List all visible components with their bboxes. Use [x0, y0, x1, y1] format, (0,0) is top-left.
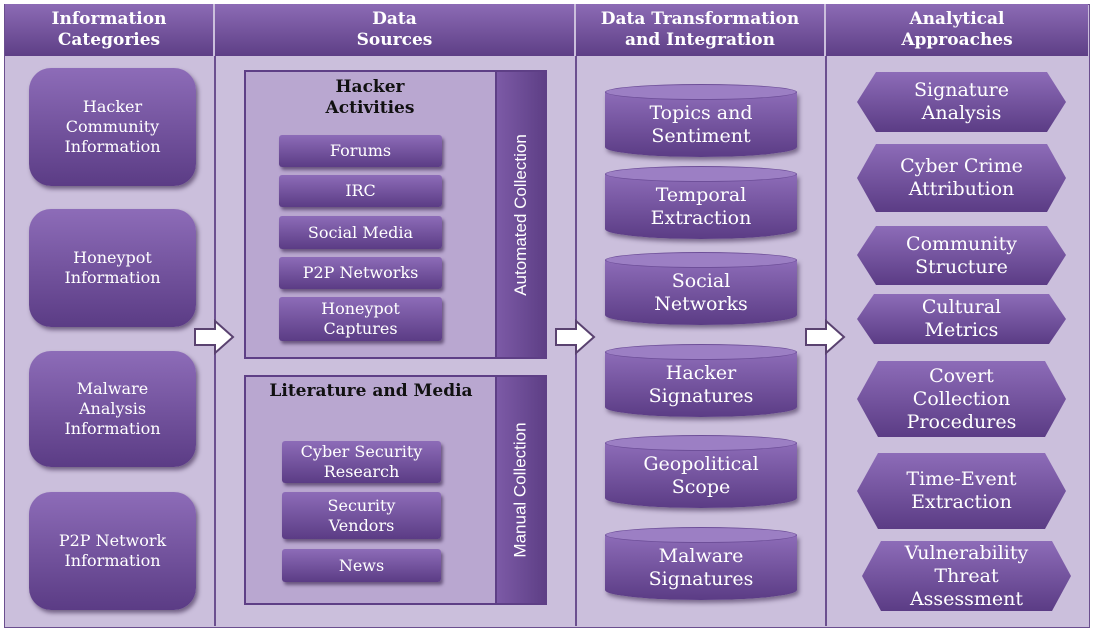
- column-divider: [825, 4, 827, 626]
- flow-arrow-icon: [805, 319, 846, 355]
- flow-arrow-icon: [555, 319, 596, 355]
- column-divider: [214, 4, 216, 626]
- source-p2p-networks: P2P Networks: [279, 257, 442, 289]
- source-forums: Forums: [279, 135, 442, 167]
- flow-arrow-icon: [194, 319, 235, 355]
- column-divider: [575, 4, 577, 626]
- source-irc: IRC: [279, 175, 442, 207]
- manual-collection-label: Manual Collection: [495, 375, 547, 605]
- source-news: News: [282, 549, 441, 582]
- automated-collection-label: Automated Collection: [495, 70, 547, 359]
- source-social-media: Social Media: [279, 216, 442, 249]
- literature-media-title: Literature and Media: [269, 381, 473, 401]
